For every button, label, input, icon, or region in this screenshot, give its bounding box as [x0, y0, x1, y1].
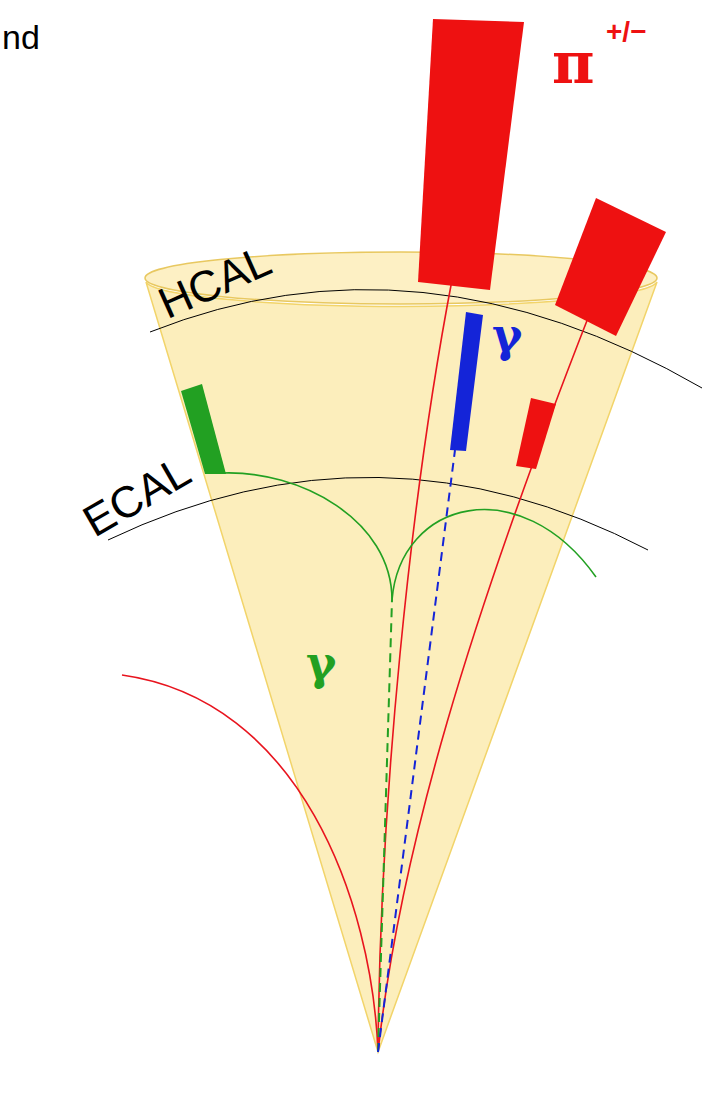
electron-track	[222, 473, 392, 600]
pion-track	[378, 280, 452, 1052]
cut-off-text: nd	[2, 20, 40, 54]
photon-path	[378, 600, 392, 1052]
photon-path	[378, 450, 455, 1052]
ecal-deposit	[450, 312, 483, 451]
hcal-deposit	[418, 19, 524, 290]
soft-track	[122, 675, 378, 1052]
particle-symbol: π	[552, 34, 594, 92]
photon-symbol: γ	[492, 312, 522, 358]
positron-track	[392, 510, 596, 600]
jet-cone	[146, 282, 657, 1052]
hcal-deposit	[555, 198, 666, 336]
pion-track	[378, 318, 588, 1052]
ecal-deposit	[181, 384, 226, 474]
charge-superscript: +/−	[606, 18, 646, 46]
detector-label: ECAL	[76, 448, 198, 544]
photon-symbol: γ	[306, 640, 336, 686]
ecal-deposit	[516, 398, 556, 469]
